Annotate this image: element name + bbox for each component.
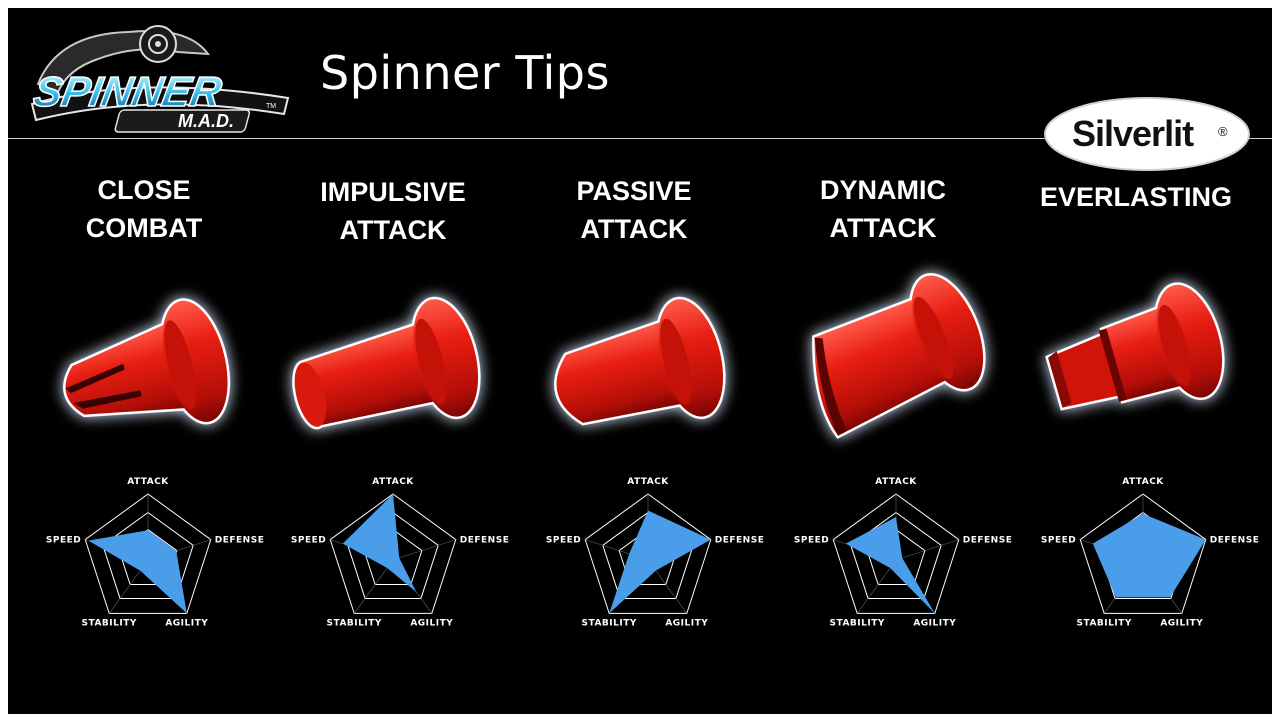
axis-label-defense: DEFENSE [963,536,1013,546]
radar-chart-close-combat: ATTACK DEFENSE AGILITY STABILITY SPEED [46,477,265,628]
tip-close-combat-image [63,298,231,425]
radar-spoke [856,559,897,614]
axis-label-defense: DEFENSE [1210,536,1260,546]
axis-label-defense: DEFENSE [460,536,510,546]
radar-spoke [392,539,456,561]
axis-label-stability: STABILITY [582,618,637,628]
axis-label-attack: ATTACK [627,477,669,487]
tip-title-everlasting: EVERLASTING [1039,182,1233,212]
radar-data-area [1092,513,1206,598]
radar-chart-everlasting: ATTACK DEFENSE AGILITY STABILITY SPEED [1041,477,1260,628]
page-title: Spinner Tips [320,46,610,100]
axis-label-speed: SPEED [546,536,581,546]
radar-data-area [342,494,417,593]
radar-spoke [895,539,959,561]
header-divider [8,138,1272,139]
radar-chart-impulsive-attack: ATTACK DEFENSE AGILITY STABILITY SPEED [291,477,510,628]
radar-data-area [845,517,935,614]
axis-label-stability: STABILITY [1077,618,1132,628]
axis-label-attack: ATTACK [1122,477,1164,487]
slide: SPINNER TM M.A.D. Spinner Tips Silverlit… [8,8,1272,714]
radar-chart-passive-attack: ATTACK DEFENSE AGILITY STABILITY SPEED [546,477,765,628]
tip-impulsive-attack-image [292,296,481,430]
axis-label-stability: STABILITY [327,618,382,628]
axis-label-stability: STABILITY [830,618,885,628]
axis-label-attack: ATTACK [127,477,169,487]
radar-grid-ring [832,493,960,614]
axis-label-attack: ATTACK [372,477,414,487]
axis-label-speed: SPEED [291,536,326,546]
tip-dynamic-attack-image [812,273,986,439]
axis-label-attack: ATTACK [875,477,917,487]
axis-label-agility: AGILITY [665,618,708,628]
axis-label-defense: DEFENSE [215,536,265,546]
maker-logo-text: Silverlit [1072,113,1194,154]
axis-label-defense: DEFENSE [715,536,765,546]
brand-logo-subtext: M.A.D. [178,111,234,131]
radar-data-area [609,510,711,614]
silverlit-logo: Silverlit ® [1044,97,1250,171]
radar-grid-ring [584,493,712,614]
radar-chart-dynamic-attack: ATTACK DEFENSE AGILITY STABILITY SPEED [794,477,1013,628]
trademark-mark: TM [266,103,276,110]
axis-label-speed: SPEED [1041,536,1076,546]
radar-data-area [88,530,187,614]
tip-passive-attack-image [554,296,726,426]
axis-label-agility: AGILITY [165,618,208,628]
tip-everlasting-image [1045,282,1225,411]
radar-grid-ring [1079,493,1207,614]
axis-label-agility: AGILITY [1160,618,1203,628]
axis-label-speed: SPEED [794,536,829,546]
axis-label-stability: STABILITY [82,618,137,628]
axis-label-speed: SPEED [46,536,81,546]
radar-grid-ring [84,493,212,614]
spinner-mad-logo: SPINNER TM M.A.D. [29,25,290,133]
axis-label-agility: AGILITY [913,618,956,628]
radar-spoke [353,559,394,614]
radar-grid-ring [329,493,457,614]
axis-label-agility: AGILITY [410,618,453,628]
brand-logo-text: SPINNER [30,68,225,115]
registered-mark: ® [1218,124,1228,139]
